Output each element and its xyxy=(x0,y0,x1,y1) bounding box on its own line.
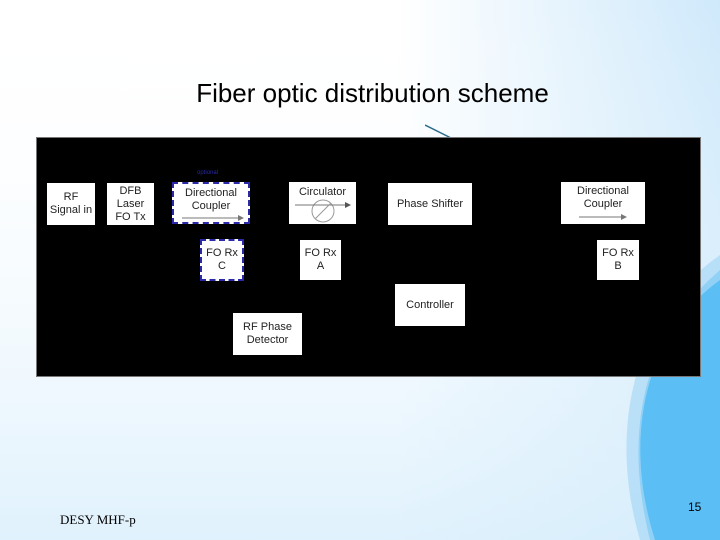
fo-rx-b-box: FO Rx B xyxy=(597,240,639,280)
coupler-arrow-icon xyxy=(182,215,244,221)
directional-coupler-box-1: Directional Coupler xyxy=(172,182,250,224)
dfb-laser-box: DFB Laser FO Tx xyxy=(107,183,154,225)
circulator-label: Circulator xyxy=(298,186,347,198)
phase-shifter-box: Phase Shifter xyxy=(388,183,472,225)
diagram-panel: optional RF Signal in DFB Laser FO Tx Di… xyxy=(36,137,701,377)
slide-title: Fiber optic distribution scheme xyxy=(196,78,549,108)
controller-box: Controller xyxy=(395,284,465,326)
directional-coupler-label-1: Directional Coupler xyxy=(185,187,237,212)
directional-coupler-label-2: Directional Coupler xyxy=(577,185,629,210)
fo-rx-a-box: FO Rx A xyxy=(300,240,341,280)
directional-coupler-box-2: Directional Coupler xyxy=(561,182,645,224)
circulator-icon xyxy=(295,199,351,223)
circulator-box: Circulator xyxy=(289,182,356,224)
optional-label: optional xyxy=(197,170,219,176)
pointer-line xyxy=(425,124,452,139)
rf-phase-detector-box: RF Phase Detector xyxy=(233,313,302,355)
fo-rx-c-box: FO Rx C xyxy=(200,239,244,281)
coupler-arrow-icon-2 xyxy=(579,214,627,220)
rf-signal-in-box: RF Signal in xyxy=(47,183,95,225)
page-number: 15 xyxy=(688,500,702,514)
footer-organization: DESY MHF-p xyxy=(60,512,136,527)
